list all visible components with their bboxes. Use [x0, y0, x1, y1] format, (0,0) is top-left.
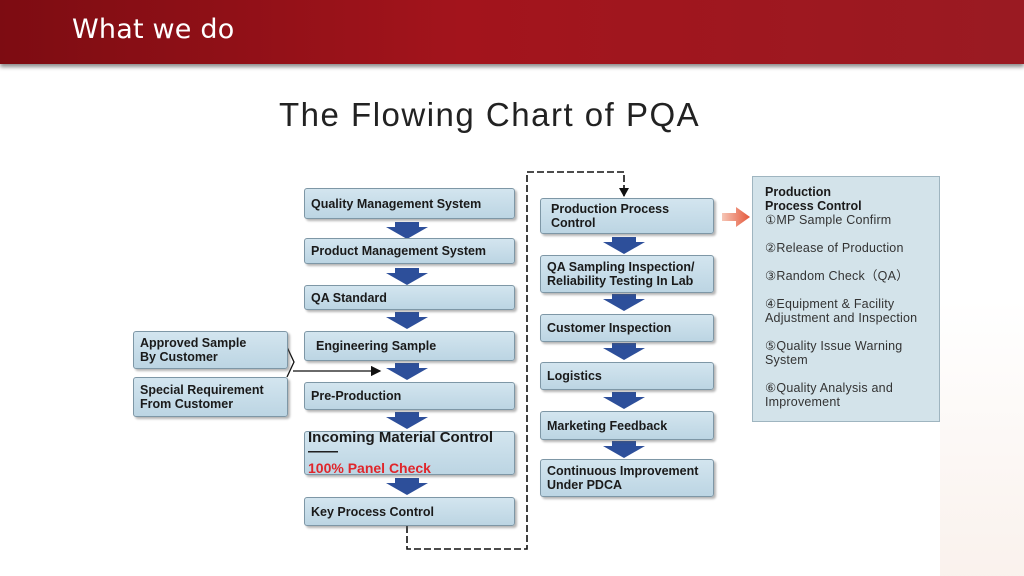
approved-sample-box: Approved Sample By Customer: [133, 331, 288, 369]
box-label: Marketing Feedback: [547, 418, 668, 433]
continuous-improvement-box: Continuous Improvement Under PDCA: [540, 459, 714, 497]
box-label-line1: QA Sampling Inspection/: [547, 260, 695, 274]
key-process-control-box: Key Process Control: [304, 497, 515, 526]
panel-item-1: ①MP Sample Confirm: [765, 213, 892, 227]
quality-management-system-box: Quality Management System: [304, 188, 515, 219]
orange-arrow: [722, 207, 750, 227]
page-title: What we do: [72, 14, 235, 45]
box-label: Product Management System: [311, 244, 487, 258]
box-label-line1: Continuous Improvement: [547, 464, 699, 478]
production-process-control-box: Production Process Control: [540, 198, 714, 234]
box-label: Customer Inspection: [547, 321, 672, 335]
box-label-line1: Approved Sample: [140, 336, 247, 350]
panel-item-6: ⑥Quality Analysis and Improvement: [765, 381, 893, 409]
panel-heading-line2: Process Control: [765, 199, 862, 213]
product-management-system-box: Product Management System: [304, 238, 515, 264]
box-label: Quality Management System: [311, 196, 482, 211]
dashed-connector-arrowhead: [619, 188, 629, 197]
panel-item-3: ③Random Check（QA）: [765, 269, 909, 283]
panel-item-2: ②Release of Production: [765, 241, 904, 255]
incoming-material-control-box: Incoming Material Control—— 100% Panel C…: [304, 429, 515, 476]
decorative-background: [940, 300, 1024, 576]
box-label-line2: Control: [551, 216, 596, 230]
header-bar: What we do: [0, 0, 1024, 64]
box-label-line1: Special Requirement: [140, 383, 264, 397]
engineering-sample-box: Engineering Sample: [304, 331, 515, 361]
qa-sampling-inspection-box: QA Sampling Inspection/ Reliability Test…: [540, 255, 714, 293]
input-bracket: [286, 346, 295, 378]
box-label: Incoming Material Control——: [308, 429, 494, 460]
logistics-box: Logistics: [540, 362, 714, 390]
panel-check-highlight: 100% Panel Check: [308, 460, 431, 476]
box-label: Key Process Control: [311, 504, 434, 519]
box-label-line2: From Customer: [140, 397, 234, 411]
panel-item-5: ⑤Quality Issue Warning System: [765, 339, 903, 367]
production-process-control-panel: Production Process Control ①MP Sample Co…: [752, 176, 940, 422]
panel-heading-line1: Production: [765, 185, 831, 199]
chart-title: The Flowing Chart of PQA: [279, 96, 701, 133]
box-label: Engineering Sample: [316, 339, 437, 353]
box-label-line2: Reliability Testing In Lab: [547, 274, 694, 288]
special-requirement-box: Special Requirement From Customer: [133, 377, 288, 417]
marketing-feedback-box: Marketing Feedback: [540, 411, 714, 440]
box-label: QA Standard: [311, 290, 387, 305]
box-label-line2: Under PDCA: [547, 478, 623, 492]
panel-item-4: ④Equipment & Facility Adjustment and Ins…: [765, 297, 918, 325]
box-label-line1: Production Process: [551, 202, 670, 216]
customer-inspection-box: Customer Inspection: [540, 314, 714, 342]
box-label-line2: By Customer: [140, 350, 218, 364]
pre-production-box: Pre-Production: [304, 382, 515, 410]
box-label: Pre-Production: [311, 389, 402, 403]
box-label: Logistics: [547, 369, 602, 383]
qa-standard-box: QA Standard: [304, 285, 515, 310]
